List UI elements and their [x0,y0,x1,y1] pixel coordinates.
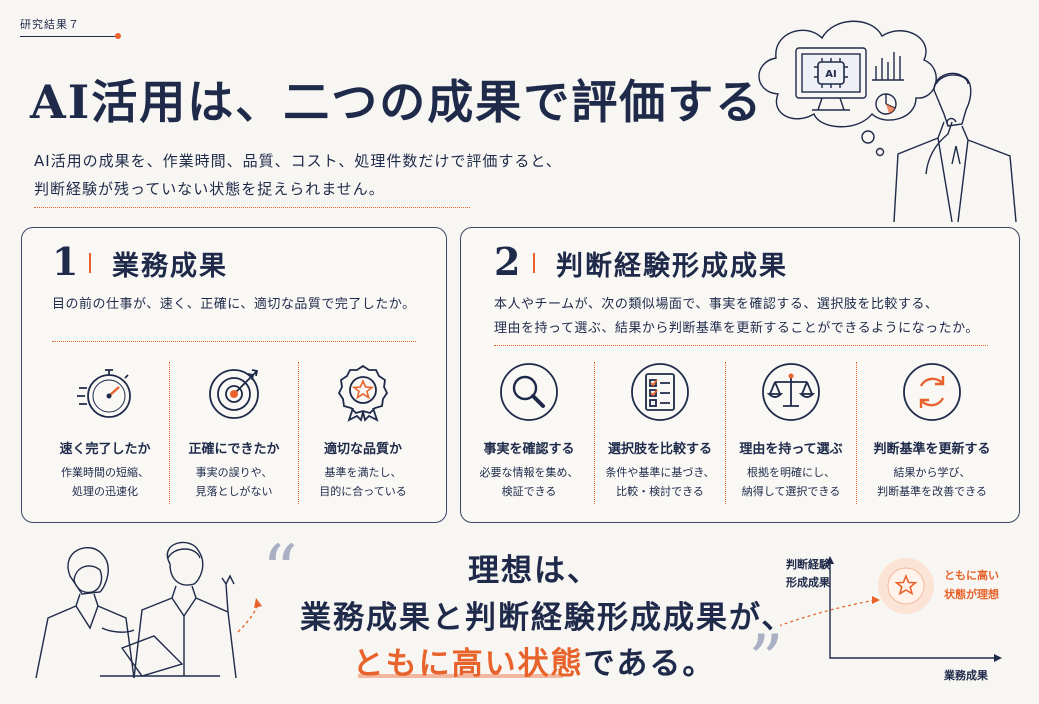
card1-title: 業務成果 [112,251,228,282]
star-icon [894,573,918,596]
card1-number: 1 [52,239,79,284]
chart-axes [829,560,1000,659]
checklist-icon [631,363,689,421]
judgment-experience-card [460,227,1020,523]
business-results-card [21,227,447,523]
page-title: AI活用は、二つの成果で評価する [30,75,764,129]
ideal-highlight: ともに高い状態 [352,646,584,682]
target-icon [209,369,259,419]
magnifier-icon [500,363,558,421]
card2-item-divider [594,362,595,504]
card1-item-sub: 作業時間の短縮、処理の迅速化 [61,466,149,498]
card1-item-label: 速く完了したか [59,442,151,457]
card2-item-choose: 理由を持って選ぶ 根拠を明確にし、納得して選択できる [726,362,856,501]
card2-item-sub: 根拠を明確にし、納得して選択できる [741,466,841,498]
card1-item-quality: 適切な品質か 基準を満たし、目的に合っている [299,362,427,501]
card2-number: 2 [494,239,521,284]
quote-close-mark: ” [748,620,784,702]
card1-item-divider [169,362,170,504]
lead-divider [34,207,470,208]
card2-item-sub: 結果から学び、判断基準を改善できる [877,466,987,498]
card2-item-divider [856,362,857,504]
ideal-circle [887,567,925,605]
card1-divider [52,341,416,342]
ideal-line2: 業務成果と判断経験形成成果が、 [300,600,795,636]
thinking-man-illustration: AI [758,20,1017,222]
card2-item-label: 選択肢を比較する [607,442,712,457]
card1-item-speed: 速く完了したか 作業時間の短縮、処理の迅速化 [41,362,169,501]
ideal-line3: ともに高い状態である。 [300,638,768,683]
card2-item-sub: 条件や基準に基づき、比較・検討できる [605,466,715,498]
quote-open-mark: “ [262,530,298,612]
screen-text: AI [825,69,836,80]
thought-cloud [758,20,937,128]
card2-title: 判断経験形成成果 [556,251,788,282]
card2-item-compare: 選択肢を比較する 条件や基準に基づき、比較・検討できる [595,362,725,501]
ideal-line1: 理想は、 [468,553,600,589]
chart-x-label: 業務成果 [944,669,988,682]
section-rule [20,36,116,37]
card2-item-facts: 事実を確認する 必要な情報を集め、検証できる [464,362,594,501]
card1-description: 目の前の仕事が、速く、正確に、適切な品質で完了したか。 [52,297,416,312]
card1-item-accuracy: 正確にできたか 事実の誤りや、見落としがない [170,362,298,501]
card2-item-label: 判断基準を更新する [873,442,991,457]
stopwatch-icon [77,369,131,418]
card2-description-line1: 本人やチームが、次の類似場面で、事実を確認する、選択肢を比較する、 [494,297,939,312]
scales-icon [762,363,820,421]
ideal-line3-rest: である。 [583,646,716,682]
team-discussion-illustration [35,541,262,679]
chart-y-label: 判断経験形成成果 [786,558,830,589]
chart-star-label: ともに高い状態が理想 [944,569,999,601]
card1-item-sub: 事実の誤りや、見落としがない [195,466,273,498]
refresh-icon [903,363,961,421]
card2-item-update: 判断基準を更新する 結果から学び、判断基準を改善できる [857,362,1007,501]
card1-item-sub: 基準を満たし、目的に合っている [319,466,407,498]
card2-item-sub: 必要な情報を集め、検証できる [479,466,579,498]
section-rule-dot [115,33,121,39]
medal-icon [337,364,389,422]
card2-number-separator [533,253,535,273]
card1-item-label: 適切な品質か [323,442,402,457]
card1-item-divider [298,362,299,504]
highlight-underline [358,674,563,678]
card2-item-divider [725,362,726,504]
card2-item-label: 事実を確認する [483,442,575,457]
lead-text-line1: AI活用の成果を、作業時間、品質、コスト、処理件数だけで評価すると、 [34,152,562,170]
section-label: 研究結果７ [20,18,80,31]
ideal-quadrant-chart [780,556,1002,662]
card1-item-label: 正確にできたか [188,442,280,457]
lead-text-line2: 判断経験が残っていない状態を捉えられません。 [34,180,385,198]
card2-divider [494,345,988,346]
card2-description-line2: 理由を持って選ぶ、結果から判断基準を更新することができるようになったか。 [494,321,979,336]
card2-item-label: 理由を持って選ぶ [739,442,843,457]
card1-number-separator [89,253,91,273]
